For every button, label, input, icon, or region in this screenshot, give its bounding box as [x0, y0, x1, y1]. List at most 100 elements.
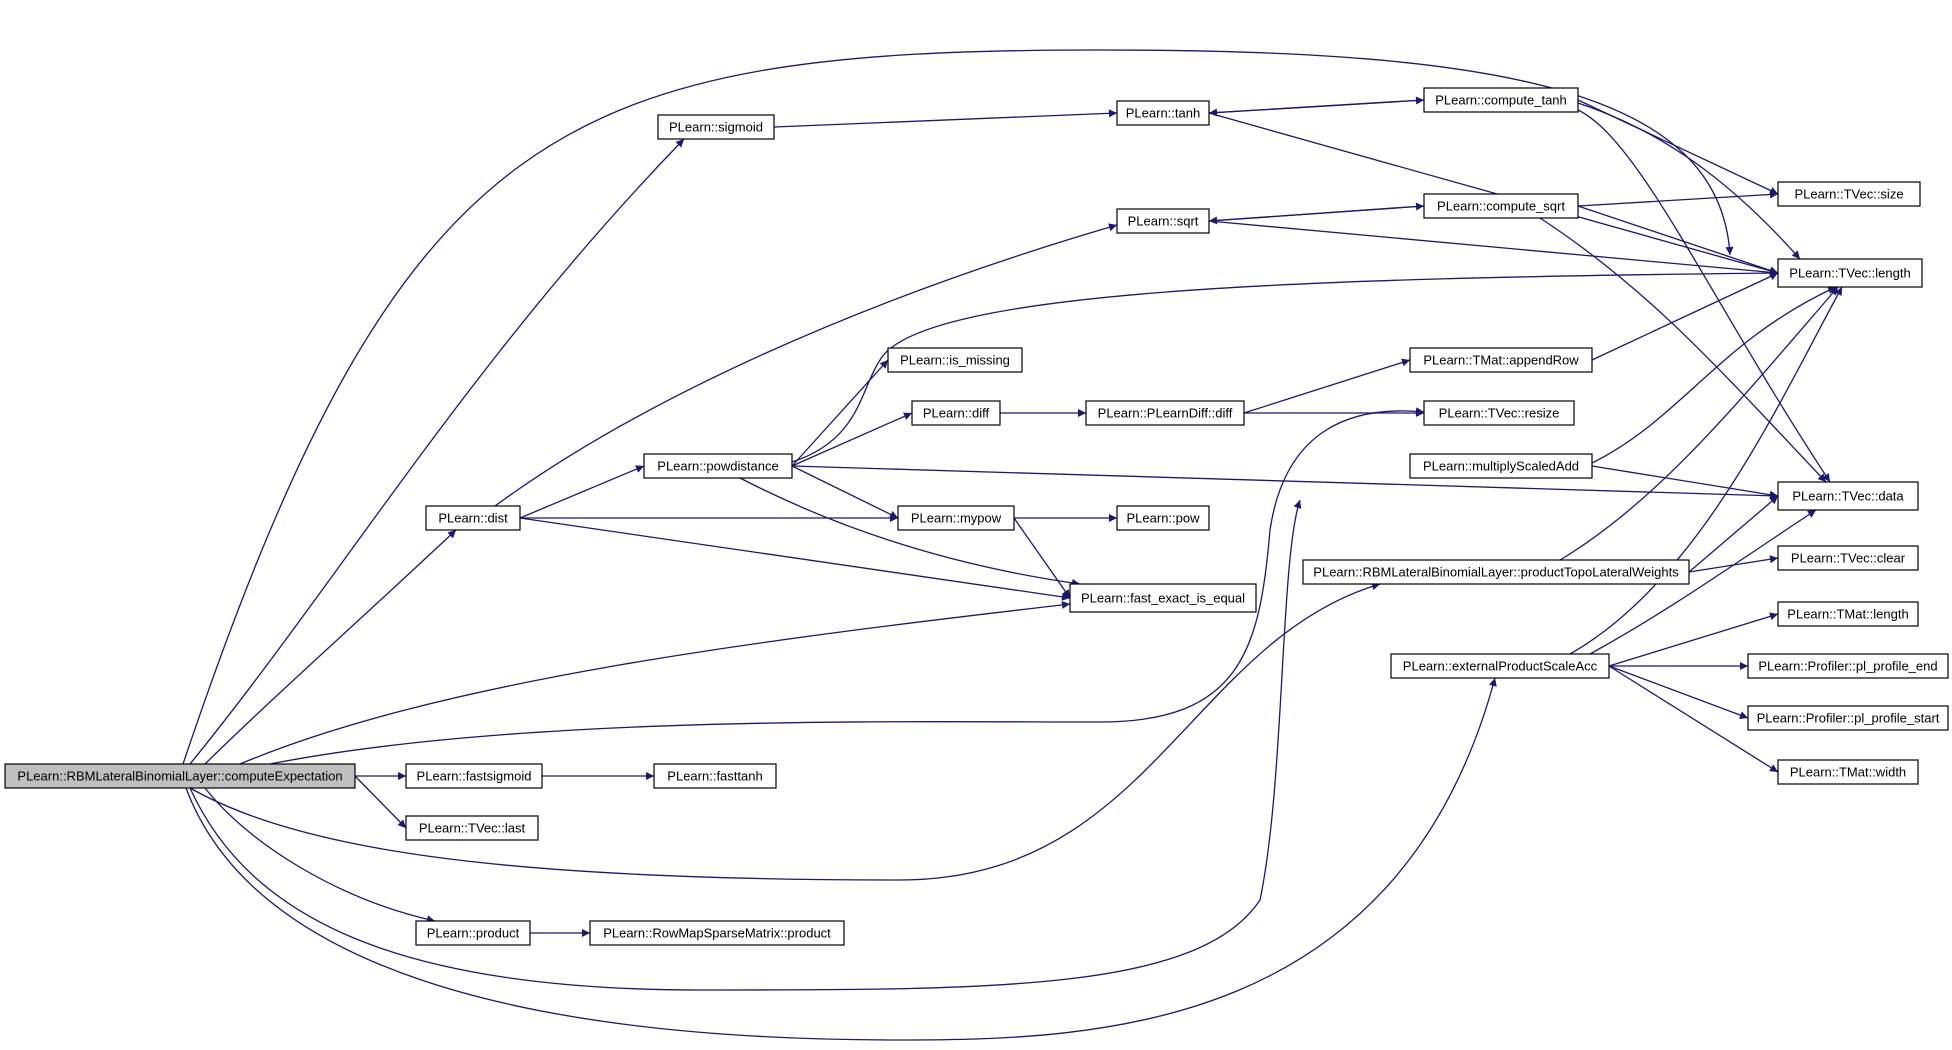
node-label: PLearn::TVec::length [1789, 266, 1910, 281]
node-box [1777, 258, 1923, 288]
function-node[interactable]: PLearn::mypow [897, 505, 1015, 531]
node-box [1423, 87, 1579, 113]
function-node[interactable]: PLearn::TMat::length [1777, 601, 1919, 627]
node-label: PLearn::sqrt [1128, 214, 1199, 229]
function-node[interactable]: PLearn::TVec::length [1777, 258, 1923, 288]
node-box [1390, 653, 1610, 679]
edge-line [791, 412, 913, 467]
function-node[interactable]: PLearn::PLearnDiff::diff [1085, 400, 1245, 426]
function-node[interactable]: PLearn::compute_tanh [1423, 87, 1579, 113]
function-node[interactable]: PLearn::fasttanh [653, 763, 777, 789]
function-node[interactable]: PLearn::externalProductScaleAcc [1390, 653, 1610, 679]
edge-n6-to-n7 [1577, 190, 1779, 207]
node-label: PLearn::Profiler::pl_profile_start [1757, 711, 1940, 726]
node-box [1747, 653, 1949, 679]
function-node[interactable]: PLearn::is_missing [887, 347, 1023, 373]
edge-line [1208, 205, 1425, 225]
node-label: PLearn::TVec::clear [1791, 551, 1906, 566]
node-layer: PLearn::RBMLateralBinomialLayer::compute… [4, 87, 1949, 946]
edge-n23-to-n16 [1589, 509, 1817, 655]
function-node[interactable]: PLearn::TVec::last [405, 815, 539, 841]
function-node[interactable]: PLearn::fastsigmoid [405, 763, 543, 789]
edge-line [1608, 665, 1779, 773]
edge-line [1577, 109, 1831, 483]
edge-n0-to-n21 [239, 600, 1071, 765]
node-box [1116, 208, 1210, 234]
function-node[interactable]: PLearn::sigmoid [657, 114, 775, 140]
edge-n10-to-n8 [1591, 272, 1779, 361]
edge-line [791, 269, 1779, 463]
function-node[interactable]: PLearn::dist [425, 505, 521, 531]
edge-n0-to-n1 [204, 529, 457, 765]
function-node[interactable]: PLearn::powdistance [643, 453, 793, 479]
edge-n14-to-n21 [739, 477, 1081, 587]
edge-line [239, 600, 1071, 765]
edge-line [1608, 665, 1749, 719]
function-node[interactable]: PLearn::sqrt [1116, 208, 1210, 234]
edge-n4-to-n16 [1577, 109, 1831, 483]
node-box [1747, 705, 1949, 731]
node-label: PLearn::externalProductScaleAcc [1403, 659, 1598, 674]
edge-n0-to-n23 [185, 677, 1497, 1041]
node-box [405, 815, 539, 841]
edge-line [1688, 495, 1779, 573]
edge-n1-to-n14 [519, 465, 645, 519]
edge-n6-to-n16 [1539, 217, 1827, 483]
edge-line [1577, 190, 1779, 207]
function-node[interactable]: PLearn::Profiler::pl_profile_end [1747, 653, 1949, 679]
edge-n5-to-n8 [1208, 220, 1779, 277]
node-box [1777, 545, 1919, 571]
node-box [4, 763, 356, 789]
node-box [1085, 400, 1245, 426]
node-box [1116, 100, 1210, 126]
function-node[interactable]: PLearn::tanh [1116, 100, 1210, 126]
edge-line [185, 677, 1497, 1041]
node-box [1116, 505, 1210, 531]
node-label: PLearn::TMat::appendRow [1423, 353, 1579, 368]
function-node[interactable]: PLearn::compute_sqrt [1423, 193, 1579, 219]
edge-line [1591, 286, 1837, 464]
edge-n0-to-n29 [354, 775, 407, 829]
function-node[interactable]: PLearn::pow [1116, 505, 1210, 531]
function-node[interactable]: PLearn::TVec::size [1777, 181, 1921, 207]
edge-line [1539, 217, 1827, 483]
function-node[interactable]: PLearn::product [415, 920, 531, 946]
edge-n15-to-n8 [1591, 286, 1837, 464]
edge-line [1208, 112, 1779, 275]
function-node[interactable]: PLearn::TVec::resize [1423, 400, 1575, 426]
node-label: PLearn::RowMapSparseMatrix::product [603, 926, 831, 941]
function-node[interactable]: PLearn::RBMLateralBinomialLayer::product… [1302, 559, 1690, 585]
edge-n0-to-n13 [269, 407, 1425, 765]
node-label: PLearn::TMat::width [1790, 765, 1906, 780]
node-label: PLearn::TVec::last [419, 821, 526, 836]
node-box [1423, 400, 1575, 426]
function-node[interactable]: PLearn::TMat::appendRow [1409, 347, 1593, 373]
node-label: PLearn::RBMLateralBinomialLayer::product… [1313, 565, 1679, 580]
node-box [1069, 583, 1257, 613]
root-function-node[interactable]: PLearn::RBMLateralBinomialLayer::compute… [4, 763, 356, 789]
edge-n4-to-n8 [1577, 102, 1801, 260]
edge-n1-to-n21 [519, 517, 1071, 601]
edge-n14-to-n9 [791, 359, 889, 467]
function-node[interactable]: PLearn::Profiler::pl_profile_start [1747, 705, 1949, 731]
node-label: PLearn::sigmoid [669, 120, 763, 135]
node-label: PLearn::mypow [911, 511, 1002, 526]
function-node[interactable]: PLearn::diff [911, 400, 1001, 426]
function-node[interactable]: PLearn::TMat::width [1777, 759, 1919, 785]
function-node[interactable]: PLearn::RowMapSparseMatrix::product [589, 920, 845, 946]
edge-n17-to-n21 [1013, 517, 1071, 599]
function-node[interactable]: PLearn::TVec::data [1777, 481, 1919, 511]
node-box [887, 347, 1023, 373]
function-node[interactable]: PLearn::multiplyScaledAdd [1409, 453, 1593, 479]
function-node[interactable]: PLearn::TVec::clear [1777, 545, 1919, 571]
edge-n14-to-n11 [791, 412, 913, 467]
edge-n14-to-n8 [791, 269, 1779, 463]
node-label: PLearn::product [427, 926, 520, 941]
edge-line [791, 465, 899, 519]
function-node[interactable]: PLearn::fast_exact_is_equal [1069, 583, 1257, 613]
node-box [911, 400, 1001, 426]
edge-line [1591, 465, 1779, 499]
node-label: PLearn::diff [923, 406, 990, 421]
node-box [643, 453, 793, 479]
